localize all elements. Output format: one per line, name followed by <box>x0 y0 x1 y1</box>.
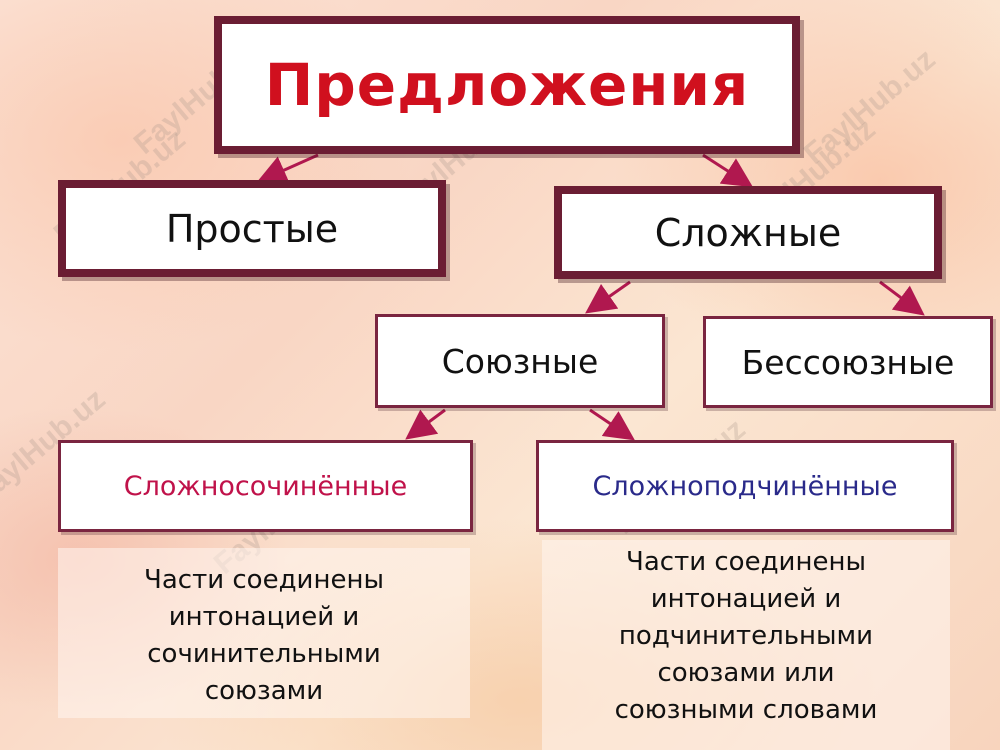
subordinate-desc-line: союзами или <box>657 658 835 688</box>
arrow-complex-to-conjunctive <box>585 280 631 314</box>
subordinate-desc-line: интонацией и <box>650 584 842 614</box>
subordinate-desc-line: союзными словами <box>614 695 878 725</box>
complex-sentences-box: Сложные <box>554 186 942 279</box>
arrow-complex-to-nonconjunctive <box>879 280 925 316</box>
compound-label: Сложносочинённые <box>123 470 408 502</box>
compound-desc-line: Части соединены <box>144 565 384 595</box>
nonconjunctive-label: Бессоюзные <box>741 342 955 382</box>
subordinate-label: Сложноподчинённые <box>592 470 898 502</box>
arrow-title-to-simple <box>256 153 319 184</box>
conjunctive-box: Союзные <box>375 314 665 408</box>
compound-box: Сложносочинённые <box>58 440 473 532</box>
compound-description: Части соединены интонацией и сочинительн… <box>58 548 470 718</box>
title-box: Предложения <box>214 16 800 154</box>
subordinate-desc-line: Части соединены <box>626 547 866 577</box>
compound-desc-line: сочинительными <box>147 639 381 669</box>
nonconjunctive-box: Бессоюзные <box>703 316 993 408</box>
complex-sentences-label: Сложные <box>654 210 842 255</box>
subordinate-box: Сложноподчинённые <box>536 440 954 532</box>
compound-desc-line: интонацией и <box>168 602 360 632</box>
arrow-conjunctive-to-subordinate <box>589 408 635 441</box>
simple-sentences-label: Простые <box>165 206 339 251</box>
subordinate-description: Части соединены интонацией и подчинитель… <box>542 540 950 750</box>
arrow-title-to-complex <box>702 153 754 188</box>
arrow-conjunctive-to-compound <box>405 408 446 440</box>
simple-sentences-box: Простые <box>58 180 446 277</box>
subordinate-desc-line: подчинительными <box>618 621 874 651</box>
diagram-title: Предложения <box>264 51 750 119</box>
compound-desc-line: союзами <box>204 676 324 706</box>
conjunctive-label: Союзные <box>441 341 599 381</box>
